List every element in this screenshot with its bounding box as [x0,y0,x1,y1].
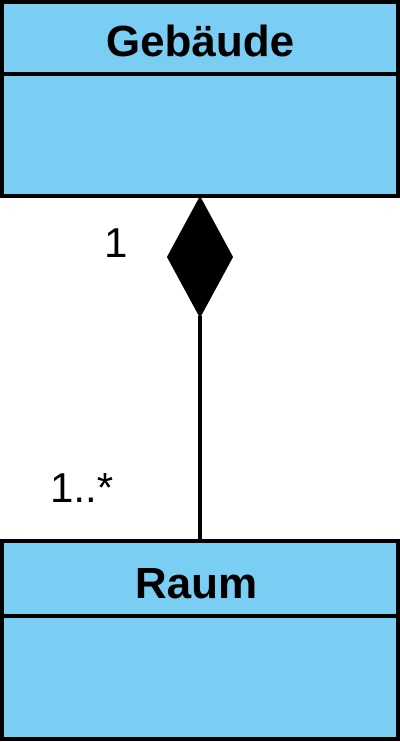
composition-diamond-icon [166,195,234,319]
composition-association[interactable]: 1 1..* [50,195,234,540]
class-raum[interactable]: Raum [0,539,400,741]
multiplicity-whole: 1 [104,219,127,266]
multiplicity-part: 1..* [50,464,113,511]
class-gebaeude-box [0,0,400,198]
class-raum-box [0,539,400,741]
class-gebaeude-name: Gebäude [106,17,294,66]
class-gebaeude[interactable]: Gebäude [0,0,400,198]
class-raum-name: Raum [135,559,257,608]
